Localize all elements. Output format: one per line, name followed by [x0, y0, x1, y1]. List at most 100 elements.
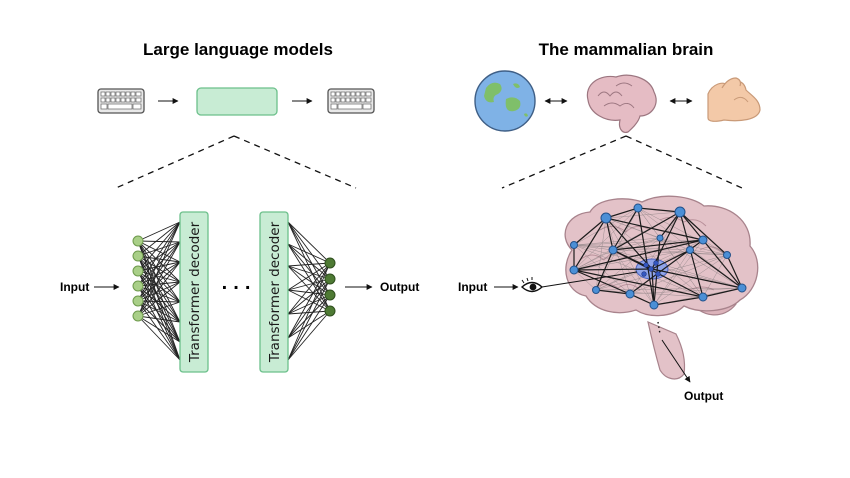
network-node [608, 245, 618, 255]
llm-model-box [196, 87, 278, 116]
network-edge [573, 269, 704, 298]
network-edge [573, 239, 704, 271]
output-node [324, 289, 336, 301]
network-node [686, 246, 694, 254]
fan-line [287, 243, 331, 280]
decoder-label-2: Transformer decoder [267, 221, 283, 363]
mesh-line [573, 237, 661, 271]
fan-line [287, 265, 331, 296]
hub-node [655, 271, 661, 277]
network-edge [612, 207, 639, 251]
hub-edge [605, 217, 653, 270]
network-node [723, 251, 731, 259]
mesh-line [605, 217, 655, 306]
input-nodes [132, 235, 144, 322]
hub-node [653, 260, 659, 266]
hub-edge [651, 249, 691, 270]
network-edge [573, 217, 607, 246]
fan-line [137, 315, 181, 323]
output-node [324, 273, 336, 285]
mesh-line [702, 239, 728, 256]
fan-line [287, 221, 331, 264]
fan-line [287, 221, 331, 312]
brain-icon [586, 74, 657, 133]
brain-zoom-line-left [501, 135, 627, 189]
network-node [570, 241, 578, 249]
mesh-line [605, 217, 704, 298]
brain-output-arrow [661, 339, 691, 383]
llm-input-label: Input [60, 280, 89, 294]
fan-line [137, 221, 181, 302]
fan-line [287, 310, 331, 361]
network-edge [637, 207, 655, 306]
network-node [633, 203, 643, 213]
network-edge [653, 296, 704, 306]
fan-line [287, 294, 331, 339]
fan-line [287, 265, 331, 280]
fan-line [287, 221, 331, 280]
fan-line [137, 221, 181, 257]
mesh-line [653, 254, 728, 306]
muscle-icon [707, 77, 761, 122]
fan-line [287, 310, 331, 315]
mesh-line [629, 211, 681, 295]
fan-line [137, 285, 181, 323]
mesh-line [689, 249, 728, 256]
transformer-decoder-block-2: Transformer decoder [259, 211, 289, 373]
fan-line [287, 310, 331, 339]
input-node [132, 265, 144, 277]
fan-line [137, 301, 181, 317]
fan-line [287, 262, 331, 361]
brain-input-label: Input [458, 280, 487, 294]
fan-line [137, 315, 181, 343]
fan-line [287, 243, 331, 296]
input-node [132, 310, 144, 322]
network-edge [702, 287, 743, 298]
fan-line [137, 270, 181, 283]
brain-output-dots [657, 321, 661, 335]
llm-title: Large language models [143, 40, 333, 59]
fan-line [287, 221, 331, 296]
fan-line [137, 281, 181, 302]
mesh-line [595, 237, 661, 291]
fan-line [137, 261, 181, 272]
fan-line [137, 270, 181, 303]
fan-line [287, 289, 331, 296]
mesh-line [595, 289, 704, 298]
mesh-line [573, 244, 728, 256]
fan-line [137, 241, 181, 257]
fan-line [137, 285, 181, 343]
fan-line [137, 221, 181, 287]
network-edge [573, 217, 607, 271]
network-node [656, 234, 664, 242]
input-fan-lines [137, 221, 181, 361]
mesh-line [573, 207, 639, 271]
hub-edge [651, 211, 681, 270]
decoder-label-1: Transformer decoder [187, 221, 203, 363]
fan-line [287, 243, 331, 264]
fan-line [287, 265, 331, 312]
fan-line [137, 221, 181, 272]
keyboard-icon [327, 88, 375, 114]
brain-network-nodes [569, 203, 747, 310]
fan-line [137, 270, 181, 323]
hub-node [648, 266, 654, 272]
output-fan-lines [287, 221, 331, 361]
hub-edge [651, 268, 655, 306]
llm-output-label: Output [380, 280, 419, 294]
fan-line [137, 261, 181, 317]
brain-output-label: Output [684, 389, 723, 403]
eye-to-hub-line [541, 271, 638, 288]
fan-line [137, 241, 181, 317]
hub-node [641, 271, 647, 277]
eye-icon [520, 277, 544, 293]
network-edge [612, 211, 681, 251]
fan-line [137, 241, 181, 272]
fan-line [287, 278, 331, 291]
input-node [132, 235, 144, 247]
fan-line [137, 261, 181, 302]
network-edge [679, 211, 704, 241]
input-node [132, 280, 144, 292]
network-node [625, 289, 635, 299]
